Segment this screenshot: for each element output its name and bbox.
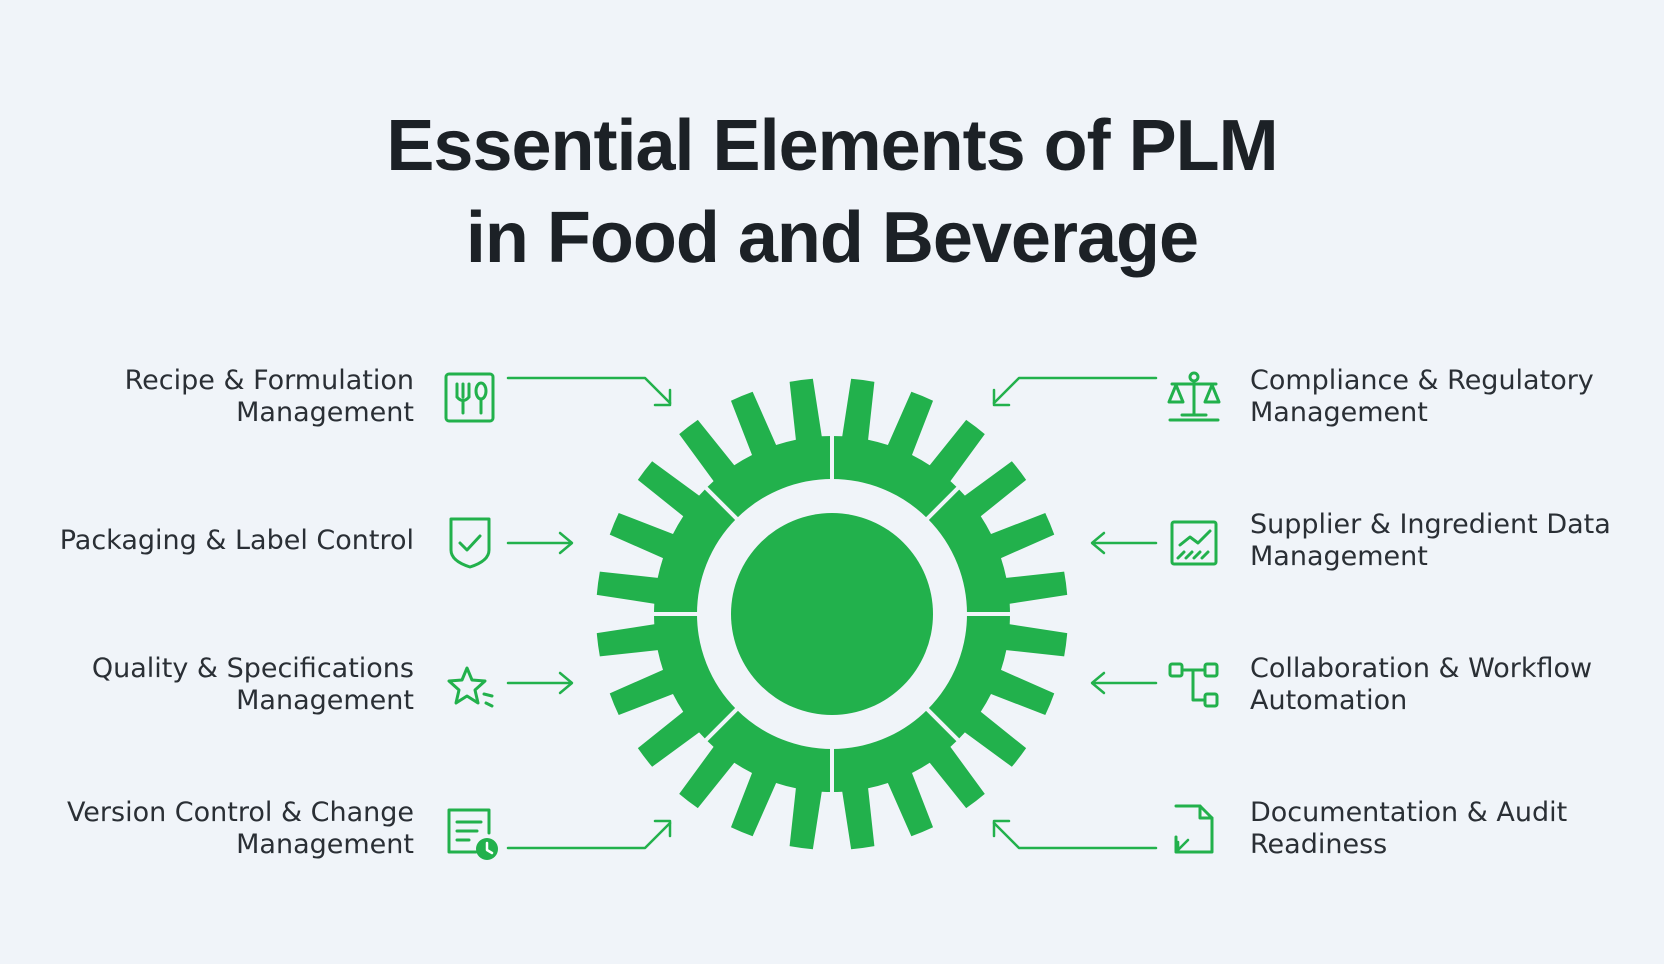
fork-spoon-icon	[444, 372, 495, 423]
gear-ring	[697, 479, 967, 749]
arrow-recipe	[506, 376, 672, 407]
gear	[592, 374, 1072, 854]
gear-segment-divider	[917, 699, 1004, 786]
arrow-version	[506, 819, 672, 850]
title-line-1: Essential Elements of PLM	[386, 106, 1278, 186]
title-line-2: in Food and Beverage	[465, 198, 1199, 278]
label-documentation-audit: Documentation & Audit Readiness	[1250, 797, 1568, 860]
scales-icon	[1167, 371, 1221, 422]
gear-segment-divider	[917, 442, 1004, 529]
label-collaboration-workflow: Collaboration & Workflow Automation	[1250, 653, 1593, 716]
label-packaging-label: Packaging & Label Control	[59, 525, 414, 556]
arrow-quality	[506, 671, 574, 695]
gear-segment-divider	[660, 699, 747, 786]
page-title: Essential Elements of PLM in Food and Be…	[0, 100, 1664, 284]
arrow-supplier	[1090, 531, 1158, 555]
label-recipe-formulation: Recipe & Formulation Management	[124, 365, 414, 428]
file-arrow-icon	[1174, 804, 1214, 854]
arrow-compliance	[992, 376, 1158, 407]
star-icon	[447, 666, 494, 708]
arrow-packaging	[506, 531, 574, 555]
label-compliance-regulatory: Compliance & Regulatory Management	[1250, 365, 1594, 428]
chart-icon	[1170, 520, 1218, 566]
label-version-control: Version Control & Change Management	[66, 797, 414, 860]
label-supplier-ingredient: Supplier & Ingredient Data Management	[1250, 509, 1611, 572]
arrow-documentation	[992, 819, 1158, 850]
label-quality-specifications: Quality & Specifications Management	[91, 653, 414, 716]
workflow-icon	[1168, 662, 1219, 708]
gear-hub	[731, 513, 933, 715]
document-clock-icon	[447, 808, 498, 860]
shield-check-icon	[449, 517, 491, 569]
gear-segment-divider	[660, 442, 747, 529]
arrow-collaboration	[1090, 671, 1158, 695]
